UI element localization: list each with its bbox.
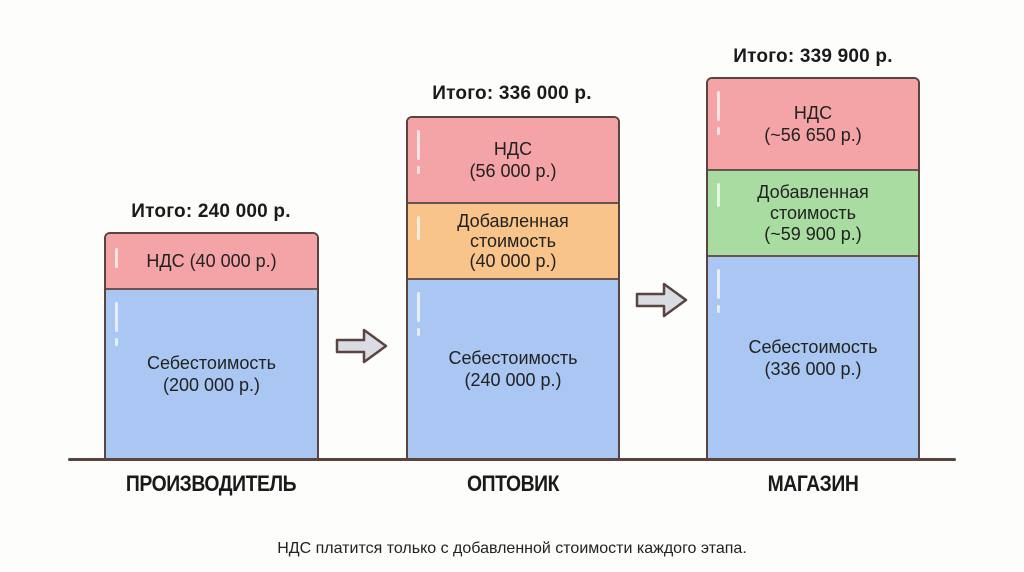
- wholesaler-cost-label: Себестоимость: [448, 348, 578, 368]
- highlight: [115, 338, 118, 346]
- highlight: [717, 269, 720, 299]
- wholesaler-added-segment: Добавленная стоимость (40 000 р.): [408, 204, 618, 280]
- store-vat-segment: НДС (~56 650 р.): [708, 79, 918, 171]
- highlight: [115, 302, 118, 332]
- wholesaler-vat-text: НДС (56 000 р.): [469, 138, 556, 182]
- store-vat-text: НДС (~56 650 р.): [764, 102, 862, 146]
- store-added-value: (~59 900 р.): [764, 223, 862, 244]
- store-added-segment: Добавленная стоимость (~59 900 р.): [708, 171, 918, 257]
- wholesaler-added-value: (40 000 р.): [469, 251, 557, 271]
- store-cost-value: (336 000 р.): [764, 358, 862, 379]
- highlight: [717, 91, 720, 121]
- wholesaler-cost-value: (240 000 р.): [464, 370, 562, 390]
- baseline: [68, 458, 956, 461]
- highlight: [717, 127, 720, 135]
- producer-total: Итого: 240 000 р.: [131, 201, 291, 222]
- wholesaler-cost-text: Себестоимость (240 000 р.): [448, 347, 577, 391]
- store-vat-label: НДС: [793, 103, 833, 123]
- highlight: [417, 166, 420, 174]
- highlight: [717, 183, 720, 207]
- producer-cost-label: Себестоимость: [146, 353, 277, 373]
- producer-cost-text: Себестоимость (200 000 р.): [147, 352, 276, 396]
- producer-vat-segment: НДС (40 000 р.): [106, 234, 317, 290]
- caption: НДС платится только с добавленной стоимо…: [277, 540, 747, 557]
- store-added-label: Добавленная: [757, 181, 869, 202]
- highlight: [115, 248, 118, 268]
- store-added-label-2: стоимость: [769, 202, 857, 223]
- store-cost-label: Себестоимость: [748, 336, 878, 357]
- wholesaler-vat-label: НДС: [493, 139, 533, 159]
- store-total: Итого: 339 900 р.: [733, 46, 893, 67]
- store-cost-segment: Себестоимость (336 000 р.): [708, 257, 918, 458]
- producer-bar: НДС (40 000 р.) Себестоимость (200 000 р…: [104, 232, 319, 460]
- wholesaler-vat-value: (56 000 р.): [469, 161, 557, 181]
- stage-label-producer: ПРОИЗВОДИТЕЛЬ: [125, 471, 297, 496]
- store-vat-value: (~56 650 р.): [764, 125, 862, 145]
- producer-cost-value: (200 000 р.): [162, 375, 261, 395]
- wholesaler-added-label-2: стоимость: [469, 231, 557, 251]
- highlight: [417, 328, 420, 336]
- highlight: [717, 305, 720, 313]
- producer-cost-segment: Себестоимость (200 000 р.): [106, 290, 317, 458]
- stage-label-wholesaler: ОПТОВИК: [466, 471, 560, 496]
- producer-vat-label: НДС (40 000 р.): [146, 251, 277, 271]
- wholesaler-total: Итого: 336 000 р.: [432, 83, 592, 104]
- wholesaler-added-text: Добавленная стоимость (40 000 р.): [457, 211, 569, 271]
- highlight: [417, 130, 420, 160]
- store-added-text: Добавленная стоимость (~59 900 р.): [757, 182, 869, 245]
- wholesaler-bar: НДС (56 000 р.) Добавленная стоимость (4…: [406, 116, 620, 460]
- highlight: [417, 292, 420, 322]
- wholesaler-cost-segment: Себестоимость (240 000 р.): [408, 280, 618, 458]
- wholesaler-added-label: Добавленная: [457, 211, 569, 231]
- arrow-right-icon: [635, 282, 688, 318]
- highlight: [417, 216, 420, 240]
- store-cost-text: Себестоимость (336 000 р.): [748, 336, 877, 380]
- store-bar: НДС (~56 650 р.) Добавленная стоимость (…: [706, 77, 920, 460]
- arrow-right-icon: [335, 328, 388, 364]
- wholesaler-vat-segment: НДС (56 000 р.): [408, 118, 618, 204]
- stage-label-store: МАГАЗИН: [767, 471, 859, 496]
